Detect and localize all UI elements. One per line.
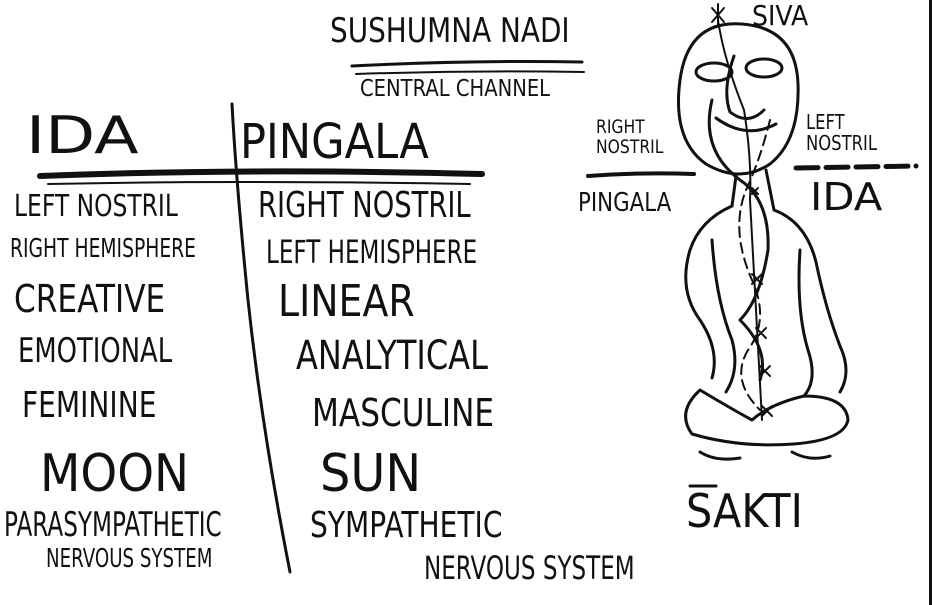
chakra-mark-4 bbox=[759, 365, 771, 377]
pingala-item-masculine: Masculine bbox=[312, 391, 495, 435]
figure-right-eye bbox=[744, 57, 784, 79]
ida-item-emotional: Emotional bbox=[18, 331, 173, 371]
right-nostril-underline bbox=[586, 171, 696, 178]
heading-underline bbox=[37, 168, 485, 179]
ida-item-left-nostril: Left Nostril bbox=[14, 189, 178, 224]
chakra-mark-1 bbox=[751, 187, 759, 195]
figure-right-arm bbox=[772, 208, 848, 394]
title-underline-2 bbox=[355, 70, 585, 75]
ida-item-moon: Moon bbox=[40, 444, 190, 504]
pingala-item-sympathetic: Sympathetic bbox=[310, 505, 503, 546]
figure-legs bbox=[684, 388, 850, 447]
ida-side-label: IDA bbox=[810, 175, 883, 219]
figure-left-arm bbox=[684, 204, 734, 380]
pingala-item-analytical: Analytical bbox=[296, 333, 488, 379]
figure-feet bbox=[698, 450, 832, 461]
chakra-mark-2 bbox=[751, 273, 763, 285]
figure-left-eye bbox=[694, 61, 734, 83]
ida-item-parasympathetic: Parasympathetic bbox=[4, 505, 222, 545]
ida-item-creative: Creative bbox=[14, 277, 166, 321]
chakra-mark-3 bbox=[755, 327, 767, 339]
pingala-item-sun: Sun bbox=[320, 444, 422, 504]
figure-torso-left bbox=[710, 238, 737, 394]
pingala-item-left-hemisphere: Left Hemisphere bbox=[266, 233, 478, 271]
figure-nose bbox=[725, 54, 766, 120]
heading-underline-2 bbox=[47, 181, 471, 185]
ida-channel bbox=[738, 119, 771, 411]
ida-heading: IDA bbox=[26, 106, 139, 166]
title: Sushumna Nadi bbox=[330, 11, 570, 51]
right-nostril-side-label: Right Nostril bbox=[596, 116, 664, 158]
title-underline bbox=[350, 60, 584, 68]
pingala-item-linear: Linear bbox=[278, 276, 415, 327]
left-nostril-side-label: Left Nostril bbox=[806, 110, 877, 155]
ida-item-feminine: Feminine bbox=[22, 385, 157, 426]
pingala-side-label: Pingala bbox=[578, 188, 672, 218]
figure-neck bbox=[730, 168, 776, 212]
pingala-item-nervous-system: Nervous System bbox=[424, 549, 635, 587]
ida-item-nervous-system: Nervous System bbox=[46, 544, 213, 574]
pingala-heading: Pingala bbox=[240, 114, 429, 170]
siva-label: Siva bbox=[752, 0, 809, 32]
figure-head bbox=[676, 22, 800, 176]
subtitle: Central Channel bbox=[360, 76, 551, 102]
left-nostril-underline bbox=[793, 163, 919, 171]
pingala-channel bbox=[707, 98, 770, 382]
figure-torso-right bbox=[797, 248, 814, 398]
sakti-label: Sakti bbox=[686, 484, 803, 538]
pingala-item-right-nostril: Right Nostril bbox=[258, 185, 471, 226]
chakra-mark-5 bbox=[761, 405, 773, 417]
column-divider bbox=[230, 102, 292, 574]
ida-item-right-hemisphere: Right Hemisphere bbox=[10, 234, 196, 264]
